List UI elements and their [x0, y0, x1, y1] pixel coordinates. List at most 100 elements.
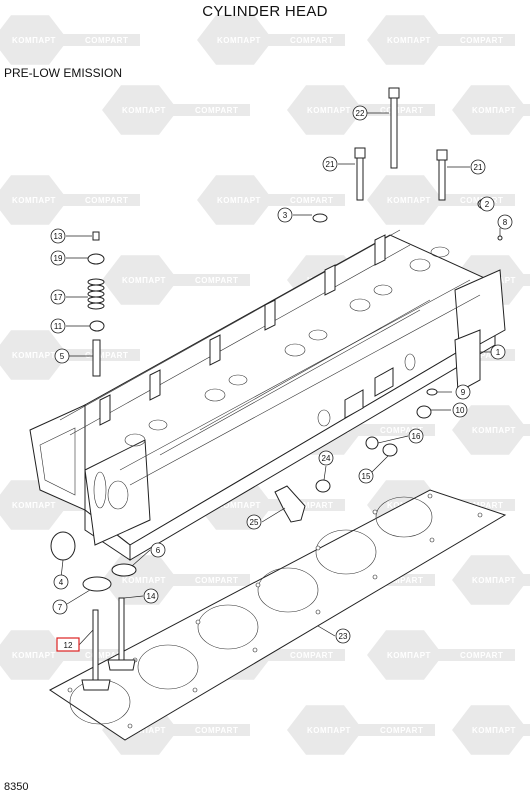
callout-label: 6 [156, 546, 161, 555]
svg-text:COMPART: COMPART [290, 196, 333, 205]
pin-8[interactable] [497, 235, 503, 241]
intake-valve-14[interactable] [107, 597, 136, 671]
callout-bubble [50, 228, 66, 244]
svg-text:COMPART: COMPART [195, 576, 238, 585]
callout-label: 3 [283, 211, 288, 220]
callout-1[interactable]: 1 [490, 344, 506, 360]
callout-2[interactable]: 2 [479, 196, 495, 212]
callout-21[interactable]: 21 [322, 156, 338, 172]
svg-text:KOMПAPT: KOMПAPT [122, 726, 166, 735]
head-bolt-left[interactable] [354, 147, 366, 201]
callout-label: 21 [474, 163, 483, 172]
svg-text:KOMПAPT: KOMПAPT [387, 196, 431, 205]
callout-5[interactable]: 5 [54, 348, 70, 364]
callout-19[interactable]: 19 [50, 250, 66, 266]
svg-text:COMPART: COMPART [380, 726, 423, 735]
svg-text:KOMПAPT: KOMПAPT [217, 36, 261, 45]
cap-24[interactable] [315, 479, 331, 493]
callout-9[interactable]: 9 [455, 384, 471, 400]
callout-label: 10 [456, 406, 465, 415]
elbow-fitting-25[interactable] [274, 485, 306, 523]
callout-label: 17 [54, 293, 63, 302]
valve-seat-7[interactable] [82, 576, 112, 592]
plug-9[interactable] [426, 388, 438, 396]
callout-25[interactable]: 25 [246, 514, 262, 530]
valve-spring-17[interactable] [87, 278, 105, 310]
callout-15[interactable]: 15 [358, 468, 374, 484]
exhaust-valve-12[interactable] [81, 609, 111, 691]
callout-14[interactable]: 14 [143, 588, 159, 604]
callout-bubble [358, 468, 374, 484]
svg-text:KOMПAPT: KOMПAPT [472, 726, 516, 735]
retainer-19[interactable] [87, 253, 105, 265]
seal-ring-4[interactable] [50, 531, 76, 561]
callout-bubble [352, 105, 368, 121]
keeper-13[interactable] [92, 231, 100, 241]
svg-text:COMPART: COMPART [380, 426, 423, 435]
callout-16[interactable]: 16 [408, 428, 424, 444]
callout-label: 4 [59, 578, 64, 587]
callout-8[interactable]: 8 [497, 214, 513, 230]
valve-pockets [124, 246, 450, 447]
callout-11[interactable]: 11 [50, 318, 66, 334]
callout-21[interactable]: 21 [470, 159, 486, 175]
callout-22[interactable]: 22 [352, 105, 368, 121]
callout-4[interactable]: 4 [53, 574, 69, 590]
svg-text:COMPART: COMPART [290, 36, 333, 45]
callout-23[interactable]: 23 [335, 628, 351, 644]
callout-bubble [490, 344, 506, 360]
head-bolt-long[interactable] [388, 87, 400, 169]
callout-bubble [277, 207, 293, 223]
head-bolt-right[interactable] [436, 149, 448, 201]
callout-label: 1 [496, 348, 501, 357]
callout-7[interactable]: 7 [52, 599, 68, 615]
washer-16[interactable] [365, 436, 379, 450]
seal-ring-3[interactable] [312, 213, 328, 223]
svg-text:KOMПAPT: KOMПAPT [12, 501, 56, 510]
callout-bubble [54, 348, 70, 364]
gasket-bolt-holes [67, 493, 483, 729]
svg-text:COMPART: COMPART [460, 36, 503, 45]
callout-label: 8 [503, 218, 508, 227]
callout-bubble [479, 196, 495, 212]
valve-seal-11[interactable] [89, 320, 105, 332]
svg-text:KOMПAPT: KOMПAPT [307, 106, 351, 115]
svg-text:KOMПAPT: KOMПAPT [387, 651, 431, 660]
cylinder-head-body[interactable] [29, 229, 506, 561]
valve-guide-5[interactable] [92, 339, 101, 377]
callout-bubble [246, 514, 262, 530]
callout-10[interactable]: 10 [452, 402, 468, 418]
svg-text:KOMПAPT: KOMПAPT [217, 196, 261, 205]
valve-seat-6[interactable] [111, 563, 137, 577]
callout-label: 23 [339, 632, 348, 641]
svg-text:COMPART: COMPART [85, 351, 128, 360]
callout-bubble [408, 428, 424, 444]
callout-bubble [335, 628, 351, 644]
callout-3[interactable]: 3 [277, 207, 293, 223]
svg-text:COMPART: COMPART [195, 276, 238, 285]
svg-text:COMPART: COMPART [460, 351, 503, 360]
head-gasket[interactable] [49, 489, 507, 741]
svg-text:COMPART: COMPART [195, 726, 238, 735]
page-title: CYLINDER HEAD [202, 3, 328, 20]
watermark-logo: KOMПAPT COMPART [197, 175, 345, 225]
svg-text:COMPART: COMPART [85, 196, 128, 205]
callout-17[interactable]: 17 [50, 289, 66, 305]
rocker-bosses [99, 234, 386, 426]
callout-13[interactable]: 13 [50, 228, 66, 244]
callout-6[interactable]: 6 [150, 542, 166, 558]
svg-text:KOMПAPT: KOMПAPT [12, 651, 56, 660]
plug-15[interactable] [382, 443, 398, 457]
callout-24[interactable]: 24 [318, 450, 334, 466]
callout-label: 16 [412, 432, 421, 441]
plug-10[interactable] [416, 405, 432, 419]
page-subtitle: PRE-LOW EMISSION [4, 66, 123, 80]
callout-bubble [455, 384, 471, 400]
callout-12-highlighted[interactable]: 12 [56, 637, 80, 652]
